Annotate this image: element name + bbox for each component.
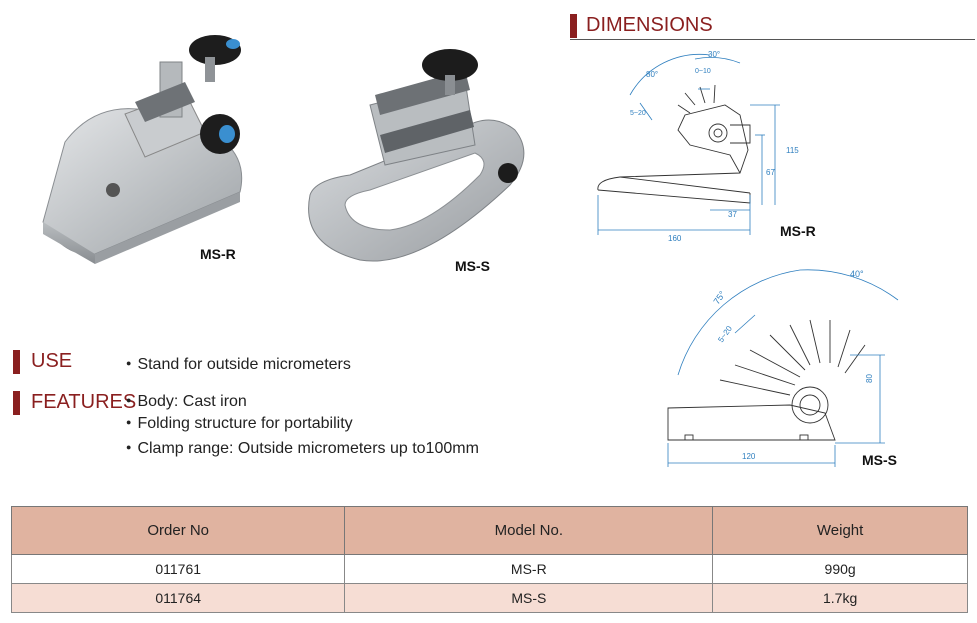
ms-s-drawing-label: MS-S (862, 452, 897, 468)
ms-r-length: 160 (668, 234, 682, 243)
ms-s-angle-right: 40° (850, 269, 864, 279)
features-item: Folding structure for portability (126, 415, 352, 433)
use-item: Stand for outside micrometers (126, 356, 350, 374)
use-bar (13, 350, 20, 374)
header-weight: Weight (712, 506, 968, 555)
dimensions-bar (570, 14, 577, 38)
ms-r-range-top: 0~10 (695, 68, 711, 75)
ms-r-product-image (42, 35, 243, 264)
ms-s-length: 120 (742, 452, 756, 461)
use-title: USE (31, 350, 73, 372)
ms-s-range: 5~20 (716, 324, 734, 344)
features-title: FEATURES (31, 391, 137, 413)
features-item: Clamp range: Outside micrometers up to10… (126, 440, 478, 458)
ms-s-caption: MS-S (455, 258, 490, 274)
ms-s-dimension-drawing: 75° 40° 5~20 80 120 (667, 269, 899, 467)
ms-r-height-total: 115 (786, 146, 799, 155)
ms-s-height: 80 (865, 374, 874, 383)
ms-r-depth: 37 (728, 210, 737, 219)
table-row: 011761 MS-R 990g (10, 554, 968, 584)
table-header-row: Order No Model No. Weight (10, 506, 968, 555)
features-bar (13, 391, 20, 415)
ms-s-product-image (308, 49, 525, 262)
cell-model-no: MS-R (344, 554, 714, 584)
cell-weight: 1.7kg (712, 583, 968, 613)
cell-model-no: MS-S (344, 583, 714, 613)
ms-r-angle-left: 80° (646, 70, 658, 79)
cell-order-no: 011764 (10, 583, 346, 613)
header-order-no: Order No (10, 506, 346, 555)
ms-r-height-inner: 67 (766, 168, 775, 177)
ms-r-drawing-label: MS-R (780, 223, 816, 239)
cell-weight: 990g (712, 554, 968, 584)
header-model-no: Model No. (344, 506, 714, 555)
ms-r-range-left: 5~20 (630, 110, 646, 117)
spec-table: Order No Model No. Weight 011761 MS-R 99… (10, 506, 968, 613)
dimensions-title: DIMENSIONS (586, 14, 713, 36)
ms-r-caption: MS-R (200, 246, 236, 262)
table-row: 011764 MS-S 1.7kg (10, 583, 968, 613)
ms-r-angle-top: 30° (708, 50, 720, 59)
ms-r-dimension-drawing: 80° 30° 0~10 5~20 115 67 37 160 (597, 50, 799, 243)
cell-order-no: 011761 (10, 554, 346, 584)
dimensions-rule (570, 39, 975, 40)
features-item: Body: Cast iron (126, 393, 246, 411)
